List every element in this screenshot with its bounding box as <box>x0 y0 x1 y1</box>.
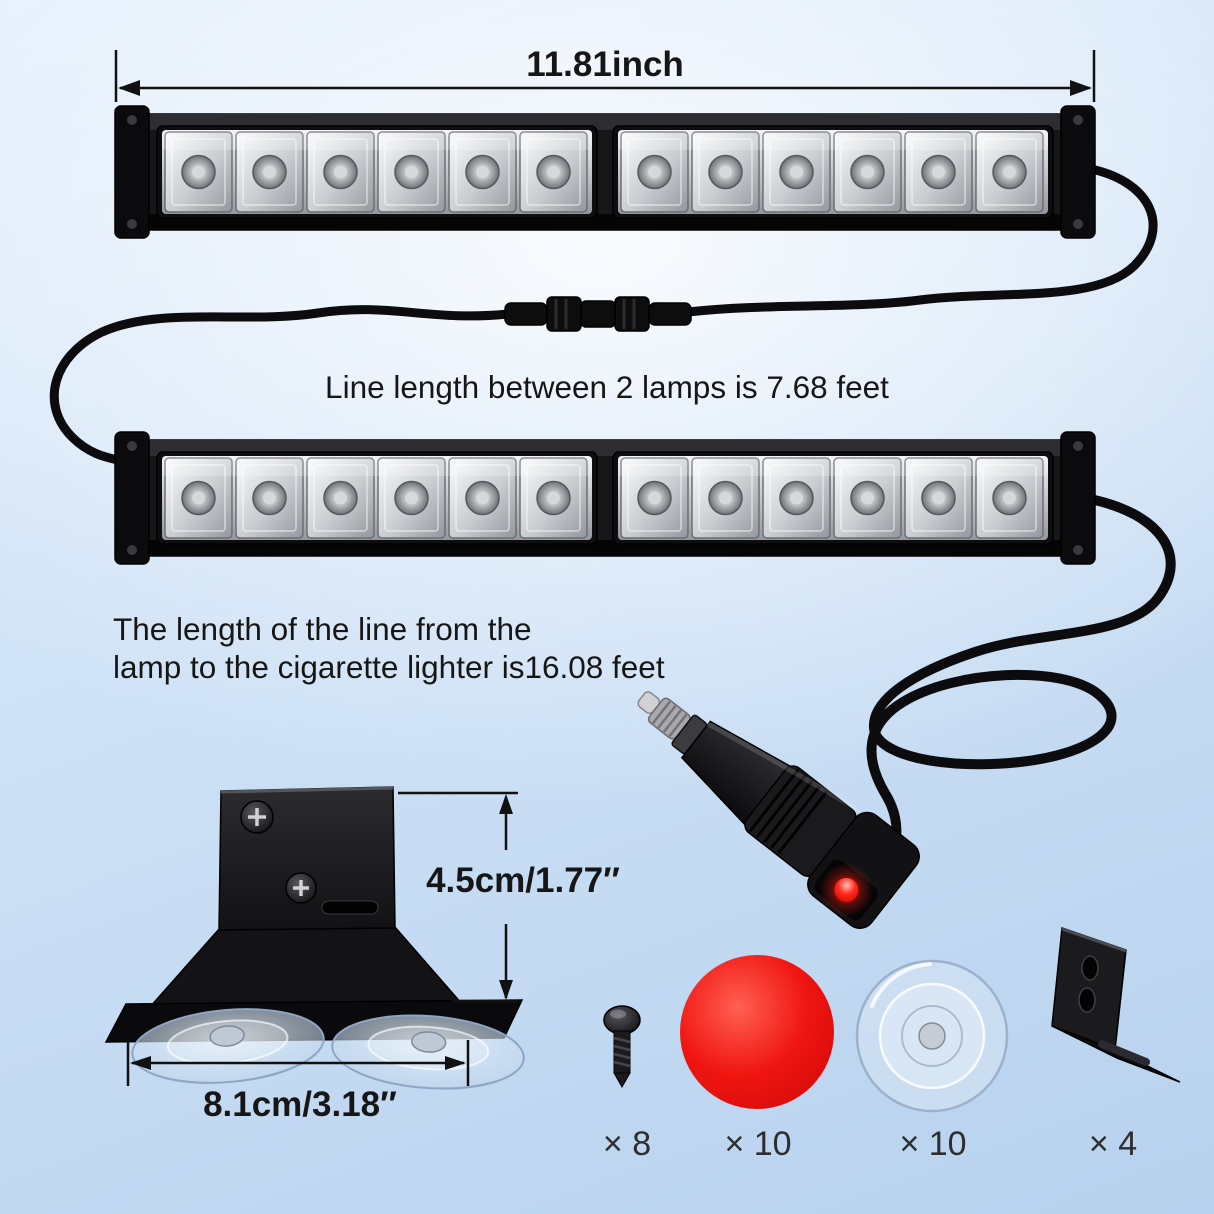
lighter-line-caption-2: lamp to the cigarette lighter is16.08 fe… <box>113 649 665 685</box>
bracket-suction-cup-right <box>331 1014 525 1090</box>
top-width-dimension: 11.81inch <box>114 45 1096 102</box>
bracket-suction-cup-left <box>131 1008 325 1084</box>
plug-power-button <box>832 875 861 904</box>
inline-connector <box>504 296 692 332</box>
lighter-line-caption-1: The length of the line from the <box>113 611 532 647</box>
bracket-width-dimension: 8.1cm/3.18″ <box>126 1040 470 1124</box>
accessory-screw <box>603 1005 641 1089</box>
accessory-l-bracket <box>1051 926 1181 1083</box>
bracket-screw-top <box>240 800 274 834</box>
lamp-link-cable-left <box>49 305 513 467</box>
bracket-height-label: 4.5cm/1.77″ <box>426 861 620 900</box>
bracket-width-label: 8.1cm/3.18″ <box>203 1085 397 1124</box>
accessory-red-pad <box>680 955 834 1109</box>
light-bar-top <box>115 106 1095 238</box>
screw-count-label: × 8 <box>603 1125 651 1163</box>
cigarette-lighter-plug <box>637 691 920 929</box>
bracket-slot <box>321 900 379 915</box>
lamp-link-cable-right <box>683 163 1158 317</box>
arrowhead-left <box>118 80 140 96</box>
bar-width-label: 11.81inch <box>526 45 684 84</box>
arrowhead-right <box>1070 80 1092 96</box>
lamp-to-plug-cable <box>866 493 1176 867</box>
mounting-bracket <box>104 786 525 1090</box>
red-pad-count-label: × 10 <box>724 1125 791 1163</box>
bracket-height-dimension: 4.5cm/1.77″ <box>398 791 620 1003</box>
light-bar-bottom <box>115 432 1095 564</box>
bracket-screw-bottom <box>285 872 317 904</box>
suction-cup-count-label: × 10 <box>899 1125 966 1163</box>
line-length-caption: Line length between 2 lamps is 7.68 feet <box>325 369 889 405</box>
accessory-suction-cup <box>855 959 1009 1113</box>
bracket-flare <box>148 925 464 1008</box>
l-bracket-count-label: × 4 <box>1089 1125 1137 1163</box>
